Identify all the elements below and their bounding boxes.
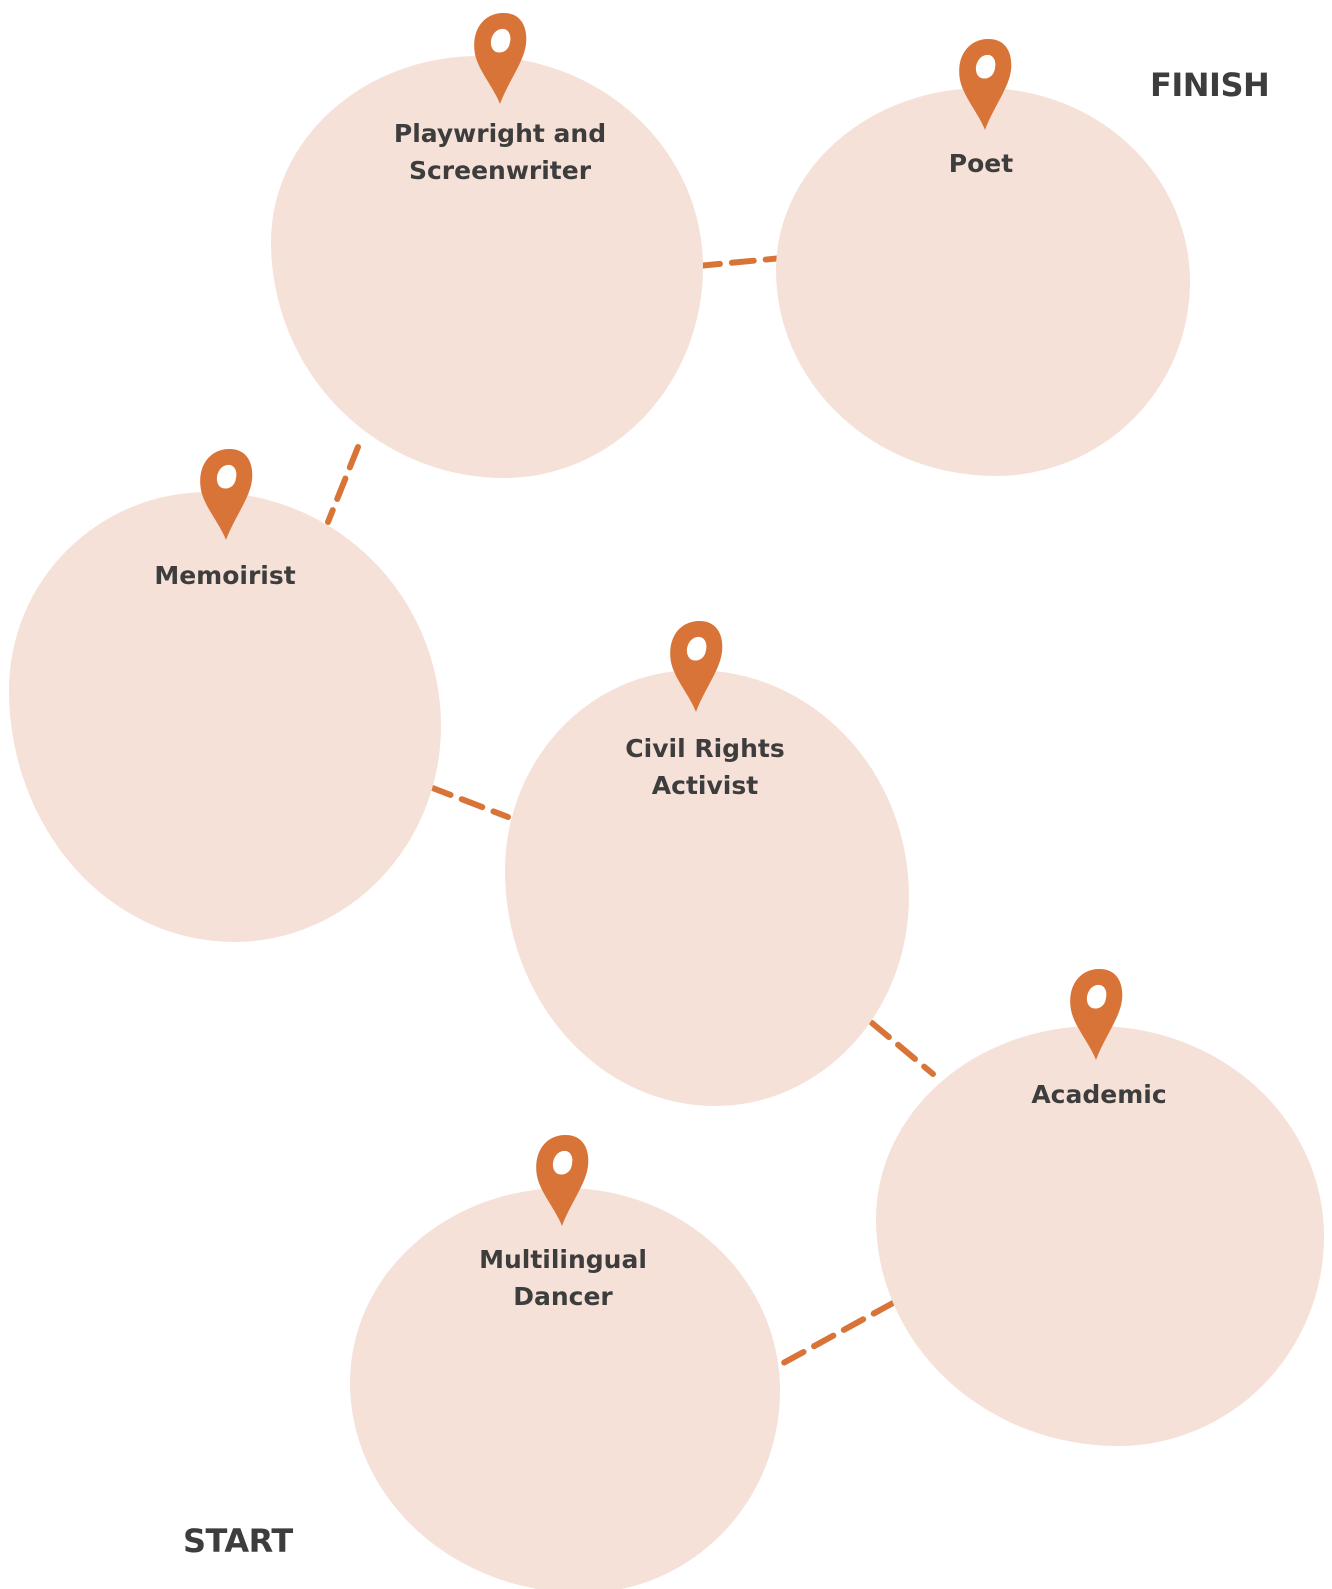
stop-blob-civil-rights <box>505 670 909 1106</box>
map-pin-icon <box>670 620 723 712</box>
start-label: START <box>183 1522 293 1560</box>
map-pin-icon <box>536 1134 589 1226</box>
map-pin-icon <box>1070 968 1123 1060</box>
connector-civil-rights-academic <box>869 1020 936 1077</box>
stop-label-playwright: Playwright and Screenwriter <box>393 119 607 185</box>
stop-blob-poet <box>776 88 1190 476</box>
stop-blob-memoirist <box>9 492 441 942</box>
stop-label-dancer: Multilingual Dancer <box>479 1245 647 1311</box>
connector-playwright-memoirist <box>325 444 361 525</box>
connector-memoirist-civil-rights <box>427 784 511 820</box>
stop-blob-playwright <box>271 56 703 478</box>
connector-playwright-poet <box>695 255 785 269</box>
stop-label-poet: Poet <box>948 149 1014 178</box>
map-pin-icon <box>200 448 253 540</box>
stop-label-civil-rights: Civil Rights Activist <box>625 734 785 800</box>
connector-academic-dancer <box>773 1300 896 1370</box>
stop-blob-dancer <box>350 1188 780 1589</box>
map-pin-icon <box>959 38 1012 130</box>
map-pin-icon <box>474 12 527 104</box>
finish-label: FINISH <box>1150 66 1270 104</box>
stop-blob-academic <box>876 1026 1324 1446</box>
stop-label-memoirist: Memoirist <box>154 561 296 590</box>
stop-label-academic: Academic <box>1031 1080 1167 1109</box>
